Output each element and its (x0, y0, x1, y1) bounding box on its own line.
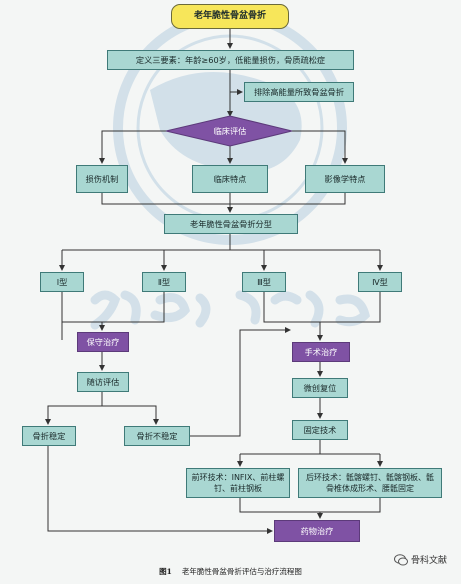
type4-node: Ⅳ型 (358, 272, 402, 292)
caption-label: 图1 (159, 567, 172, 576)
arrow-stable-drug (47, 446, 273, 534)
arrow-eval-imaging (292, 130, 348, 164)
watermark-calligraphy-icon (90, 290, 370, 330)
figure-caption: 图1 老年脆性骨盆骨折评估与治疗流程图 (0, 566, 461, 577)
title-node: 老年脆性骨盆骨折 (171, 4, 289, 29)
type2-node: Ⅱ型 (142, 272, 186, 292)
clinical-features-node: 临床特点 (192, 165, 268, 193)
clinical-eval-diamond (165, 115, 293, 147)
fixation-node: 固定技术 (292, 420, 348, 440)
type3-node: Ⅲ型 (242, 272, 286, 292)
unstable-node: 骨折不稳定 (124, 426, 190, 446)
arrow-followup-unstable (102, 405, 159, 425)
merge-line-assessment (101, 193, 346, 205)
exclude-node: 排除高能量所致骨盆骨折 (244, 82, 354, 102)
line-type4-surgery (320, 292, 381, 323)
wechat-icon (393, 553, 408, 565)
watermark: 骨科文献 (393, 553, 447, 566)
arrow-type2-conservative (99, 292, 165, 331)
caption-text: 老年脆性骨盆骨折评估与治疗流程图 (181, 567, 302, 576)
arrow-type3-surgery (263, 292, 323, 341)
watermark-text: 骨科文献 (410, 556, 447, 566)
surgery-node: 手术治疗 (292, 342, 350, 362)
injury-mechanism-node: 损伤机制 (76, 165, 128, 193)
definition-node: 定义三要素：年龄≥60岁，低能量损伤，骨质疏松症 (107, 50, 354, 70)
arrow-followup-stable (45, 392, 103, 425)
arrow-unstable-surgery (190, 327, 291, 437)
merge-line-fixation (239, 498, 381, 513)
drug-node: 药物治疗 (274, 520, 360, 542)
followup-node: 随访评估 (77, 372, 129, 392)
anterior-ring-node: 前环技术：INFIX、前柱螺钉、前柱钢板 (186, 468, 290, 498)
classification-node: 老年脆性骨盆骨折分型 (164, 214, 298, 234)
stable-node: 骨折稳定 (22, 426, 76, 446)
minimally-invasive-node: 微创复位 (292, 378, 348, 398)
posterior-ring-node: 后环技术：骶髂螺钉、骶髂钢板、骶骨椎体成形术、腰骶固定 (298, 468, 442, 498)
imaging-features-node: 影像学特点 (305, 165, 385, 193)
clinical-eval-label: 临床评估 (214, 126, 247, 136)
arrow-eval-mechanism (99, 130, 166, 164)
conservative-node: 保守治疗 (77, 332, 129, 352)
type1-node: Ⅰ型 (40, 272, 84, 292)
